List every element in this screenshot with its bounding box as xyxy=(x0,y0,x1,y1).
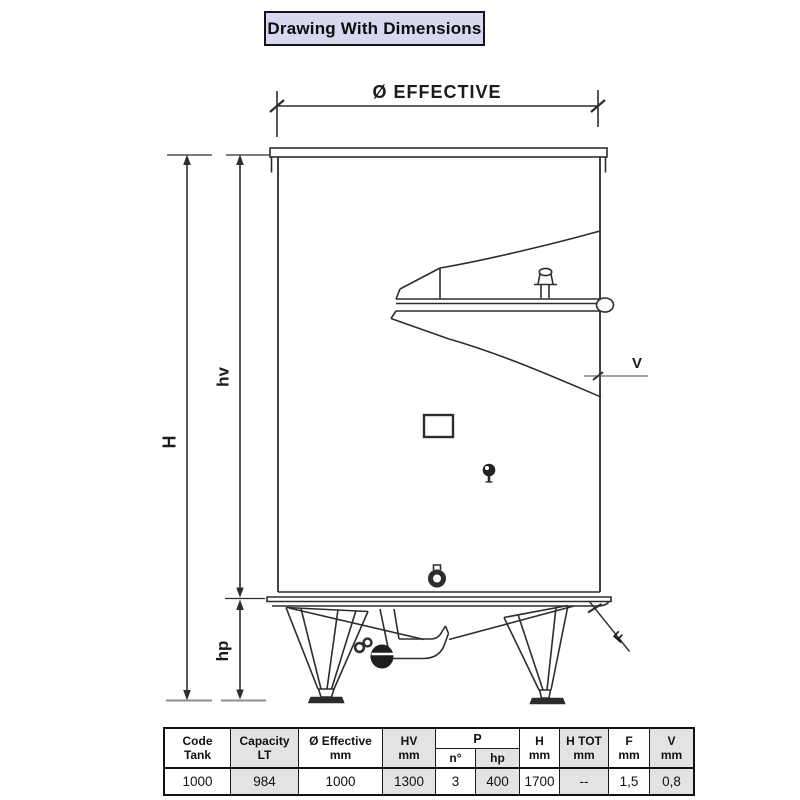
value-effective-diameter: 1000 xyxy=(299,769,383,794)
page-title: Drawing With Dimensions xyxy=(264,11,485,46)
bottom-cone-and-drain xyxy=(288,605,575,669)
leg-left xyxy=(285,606,369,704)
dim-label-effective-diameter: Ø EFFECTIVE xyxy=(372,82,501,102)
col-header-h: H mm xyxy=(520,729,560,769)
page-title-label: Drawing With Dimensions xyxy=(267,18,482,38)
col-header-hv: HV mm xyxy=(383,729,436,769)
value-capacity: 984 xyxy=(231,769,299,794)
butterfly-valve xyxy=(353,637,394,669)
sample-tap xyxy=(482,463,496,483)
col-header-code-tank: Code Tank xyxy=(165,729,231,769)
lid-airlock-fitting xyxy=(534,267,557,298)
col-header-p-group: P xyxy=(436,729,520,749)
col-header-p-n: n° xyxy=(436,749,476,769)
col-header-capacity: Capacity LT xyxy=(231,729,299,769)
annotation-bottom-thickness: F xyxy=(587,600,631,652)
dim-label-vessel-height: hv xyxy=(214,367,233,387)
technical-drawing: Ø EFFECTIVE xyxy=(160,82,648,705)
value-v: 0,8 xyxy=(650,769,693,794)
value-f: 1,5 xyxy=(609,769,650,794)
drain-plug xyxy=(428,564,446,588)
value-code-tank: 1000 xyxy=(165,769,231,794)
leg-right xyxy=(503,604,569,705)
dimension-total-height: H xyxy=(160,154,212,702)
value-p-hp: 400 xyxy=(476,769,520,794)
annotation-wall-thickness: V xyxy=(584,355,648,381)
col-header-effective-diameter: Ø Effective mm xyxy=(299,729,383,769)
value-h-tot: -- xyxy=(560,769,609,794)
col-header-h-tot: H TOT mm xyxy=(560,729,609,769)
value-hv: 1300 xyxy=(383,769,436,794)
floating-lid xyxy=(390,230,615,398)
col-header-f: F mm xyxy=(609,729,650,769)
dim-label-total-height: H xyxy=(160,436,180,449)
dim-label-leg-height: hp xyxy=(213,641,232,662)
nameplate xyxy=(422,413,455,439)
dimension-leg-height: hp xyxy=(213,599,266,702)
col-header-v: V mm xyxy=(650,729,693,769)
dim-label-bottom-thickness: F xyxy=(610,628,629,646)
dim-label-wall-thickness: V xyxy=(632,355,642,372)
col-header-p-hp: hp xyxy=(476,749,520,769)
dimension-vessel-height: hv xyxy=(214,154,270,600)
dimension-effective-diameter: Ø EFFECTIVE xyxy=(269,82,606,137)
dimensions-table: Code Tank Capacity LT Ø Effective mm HV … xyxy=(163,727,695,796)
tank-outline xyxy=(266,147,612,607)
value-p-n: 3 xyxy=(436,769,476,794)
value-h: 1700 xyxy=(520,769,560,794)
